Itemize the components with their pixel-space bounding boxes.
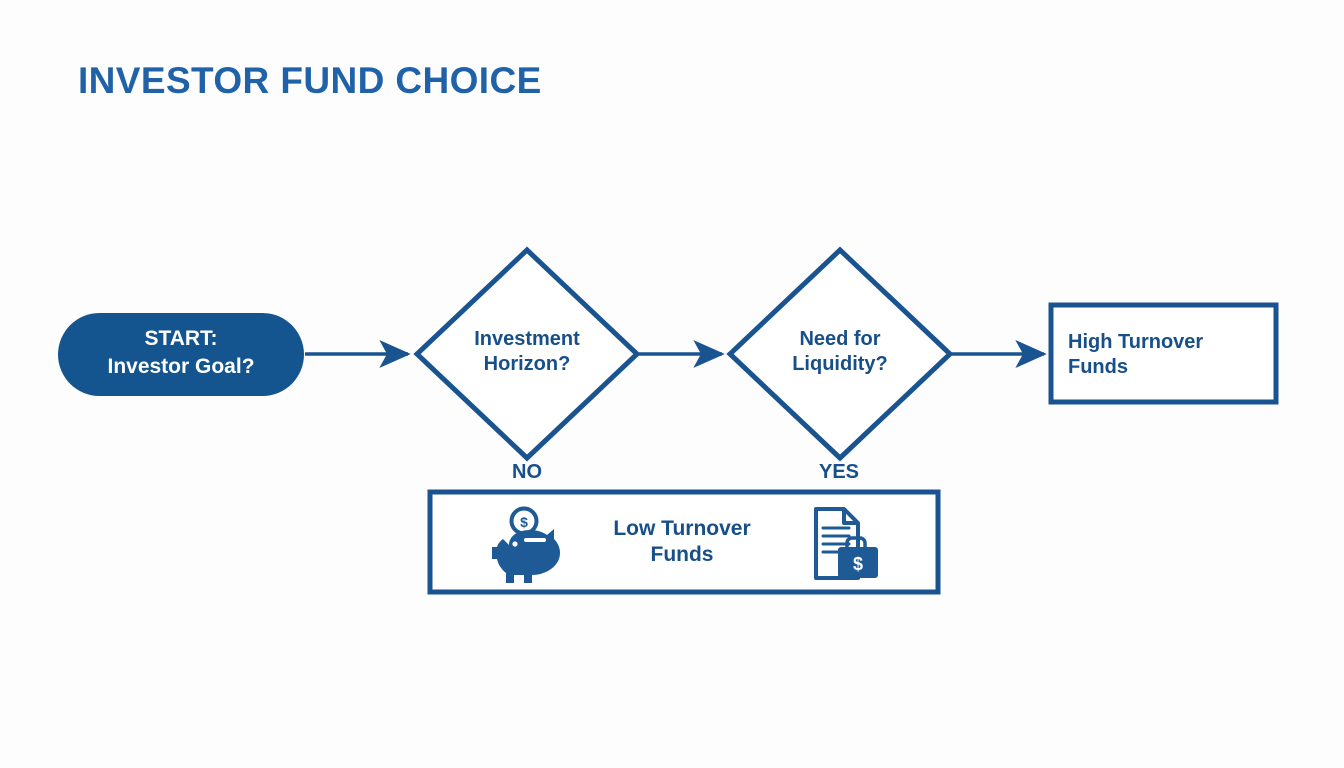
node-start-shape[interactable]: [58, 313, 304, 396]
node-decision-liquidity-shape[interactable]: [726, 246, 954, 462]
node-start-label: START: Investor Goal?: [107, 327, 255, 378]
document-briefcase-icon: $: [814, 507, 878, 580]
node-decision-liquidity-label: Need for Liquidity?: [792, 328, 888, 376]
node-low-turnover-label: Low Turnover Funds: [613, 517, 751, 567]
svg-text:$: $: [520, 514, 528, 530]
node-decision-horizon-label: Investment Horizon?: [474, 328, 580, 376]
page-title: INVESTOR FUND CHOICE: [78, 60, 542, 101]
piggy-bank-icon: $: [492, 506, 560, 583]
node-high-turnover-label: High Turnover Funds: [1068, 331, 1204, 379]
node-high-turnover-shape[interactable]: [1048, 302, 1279, 405]
branch-label-no: NO: [512, 461, 542, 483]
branch-label-yes: YES: [818, 461, 860, 483]
svg-text:$: $: [853, 554, 863, 574]
node-decision-horizon-shape[interactable]: [413, 246, 641, 462]
